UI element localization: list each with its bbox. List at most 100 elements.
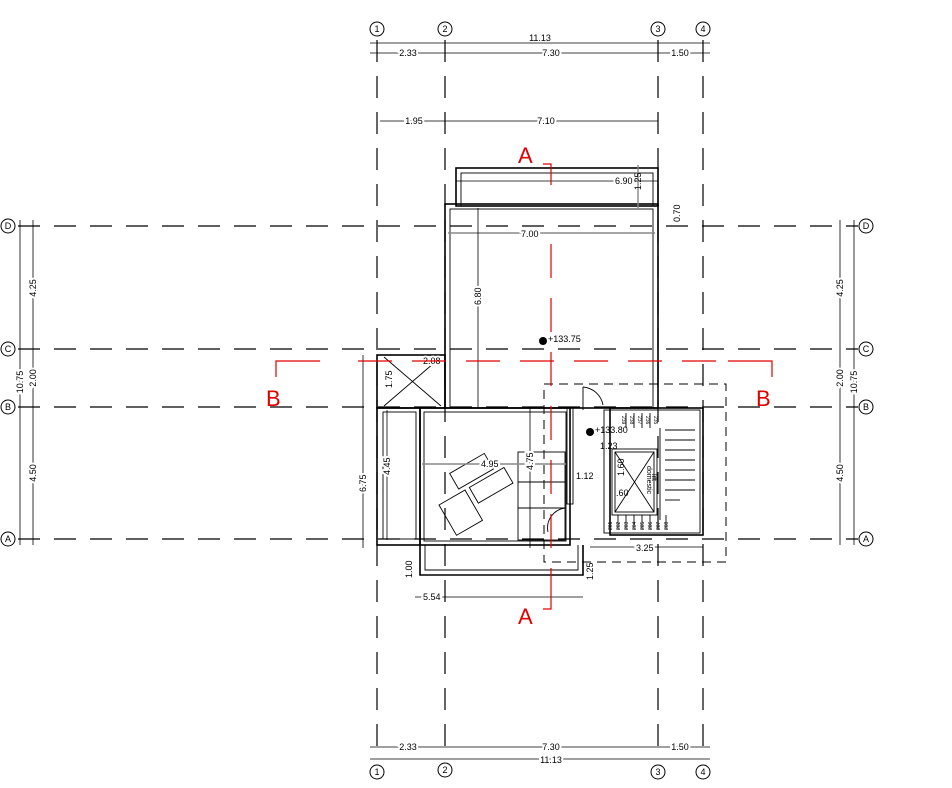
grid-bubble-4-bottom: 4 <box>695 764 711 780</box>
dimensions-right-total-text: 10.75 <box>849 371 859 394</box>
section-b-left-label: B <box>266 386 281 411</box>
dimensions-void-depth-text: 1.75 <box>384 370 394 388</box>
dimensions-side-depth-text: 4.45 <box>382 457 392 475</box>
dimensions-inner-spans-1-text: 7.10 <box>537 116 555 126</box>
stair-steps-bottom-2-text: 203 <box>624 521 630 530</box>
dimensions-lift-depth-text: 1.60 <box>616 458 626 476</box>
stair-steps-top-1-text: 238 <box>628 416 634 425</box>
grid-bubbles: 1 2 3 4 1 2 3 4 D C B A D C B A <box>0 21 874 780</box>
stair-steps-bottom-7-text: 208 <box>664 521 670 530</box>
stair-steps-bottom-1-text: 202 <box>616 521 622 530</box>
lift-label: lift <box>650 474 657 481</box>
grid-bubble-1-bottom: 1 <box>369 764 385 780</box>
dimensions-left-total-text: 10.75 <box>15 371 25 394</box>
stair-steps-top-4-text: 235 <box>652 416 658 425</box>
grid-bubble-2-top: 2 <box>437 21 453 37</box>
dimensions-stair-width-text: 3.25 <box>636 543 654 553</box>
grid-bubble-D-left: D <box>0 218 16 234</box>
levels-stair-text: +133.80 <box>595 425 628 435</box>
dimensions-room-width-text: 7.00 <box>521 229 539 239</box>
level-marker-stair: +133.80 <box>586 425 628 436</box>
dimensions-left-spans-0-text: 4.25 <box>28 279 38 297</box>
stair-steps-bottom-0-text: 201 <box>608 521 614 530</box>
dimensions-room-depth-text: 6.80 <box>473 287 483 305</box>
grid-bubble-3-bottom: 3 <box>650 764 666 780</box>
grid-bubble-3-top: 3 <box>650 21 666 37</box>
grid-columns-2-text: 3 <box>655 767 660 777</box>
grid-bubble-D-right: D <box>858 218 874 234</box>
dimensions-terrace-depth-text: 1.25 <box>633 172 643 190</box>
dimensions-bedroom-width-text: 4.95 <box>481 459 499 469</box>
grid-bubble-C-left: C <box>0 341 16 357</box>
dimensions-left-spans-2-text: 4.50 <box>28 464 38 482</box>
dimensions-inner-spans-0-text: 1.95 <box>405 116 423 126</box>
dimensions-lift-width-text: .60 <box>616 488 629 498</box>
stair-steps-top-0-text: 239 <box>620 416 626 425</box>
grid-rows-1-text: C <box>863 344 870 354</box>
dimensions-corridor-text: 1.12 <box>576 471 594 481</box>
step-numbers: 239 238 237 236 235 201 202 203 204 205 … <box>608 416 670 530</box>
grid-rows-2-text: B <box>863 402 869 412</box>
dimensions-terrace-offset-text: 0.70 <box>672 204 682 222</box>
grid-rows-0-text: D <box>5 221 12 231</box>
grid-rows-2-text: B <box>5 402 11 412</box>
bottom-dimensions: 2.33 7.30 1.50 11.13 <box>370 740 710 767</box>
grid-rows-3-text: A <box>5 534 11 544</box>
grid-columns-3-text: 4 <box>700 767 705 777</box>
grid-lines <box>18 40 858 750</box>
grid-bubble-4-top: 4 <box>695 21 711 37</box>
section-a-top-label: A <box>518 143 533 168</box>
grid-columns-0-text: 1 <box>374 24 379 34</box>
dimensions-bottom-total-text: 11.13 <box>540 755 562 765</box>
dimensions-top-spans-1-text: 7.30 <box>542 48 560 58</box>
dimensions-bedroom-depth-text: 4.75 <box>525 452 535 470</box>
dimensions-bottom-spans-1-text: 7.30 <box>542 742 560 752</box>
grid-rows-1-text: C <box>5 344 12 354</box>
grid-bubble-1-top: 1 <box>369 21 385 37</box>
stair-steps-top-2-text: 237 <box>636 416 642 425</box>
dimensions-bottom-spans-0-text: 2.33 <box>399 742 417 752</box>
dimensions-overall-depth-text: 6.75 <box>358 474 368 492</box>
dimensions-landing-text: 1.23 <box>600 441 618 451</box>
stair-steps-bottom-5-text: 206 <box>648 521 654 530</box>
dimensions-right-spans-1-text: 2.00 <box>835 369 845 387</box>
dimensions-top-spans-2-text: 1.50 <box>671 48 689 58</box>
stair-treads <box>617 413 695 530</box>
grid-bubble-A-right: A <box>858 531 874 547</box>
grid-rows-3-text: A <box>863 534 869 544</box>
grid-rows-0-text: D <box>863 221 870 231</box>
stair-steps-bottom-4-text: 205 <box>640 521 646 530</box>
grid-bubble-A-left: A <box>0 531 16 547</box>
stair-steps-bottom-3-text: 204 <box>632 521 638 530</box>
grid-columns-1-text: 2 <box>442 24 447 34</box>
grid-columns-2-text: 3 <box>655 24 660 34</box>
dimensions-balcony-step-text: 1.25 <box>585 562 595 580</box>
grid-columns-1-text: 2 <box>442 765 447 775</box>
interior-dimensions: 6.90 1.25 0.70 7.00 6.80 2.08 1.75 4.45 … <box>356 165 703 604</box>
top-dimensions: 11.13 2.33 7.30 1.50 1.95 7.10 <box>370 33 710 128</box>
stair-steps-top-3-text: 236 <box>644 416 650 425</box>
dimensions-top-total-text: 11.13 <box>529 33 551 43</box>
grid-bubble-C-right: C <box>858 341 874 357</box>
left-dimensions: 4.25 2.00 4.50 10.75 <box>13 220 40 545</box>
dimensions-terrace-width-text: 6.90 <box>615 176 633 186</box>
grid-bubble-B-right: B <box>858 399 874 415</box>
dimensions-balcony-depth-text: 1.00 <box>404 560 414 578</box>
dimensions-balcony-width-text: 5.54 <box>423 592 441 602</box>
dimensions-bottom-spans-2-text: 1.50 <box>671 742 689 752</box>
dimensions-right-spans-2-text: 4.50 <box>835 464 845 482</box>
dimensions-top-spans-0-text: 2.33 <box>399 48 417 58</box>
dimensions-right-spans-0-text: 4.25 <box>835 279 845 297</box>
level-marker-upper: +133.75 <box>539 334 581 345</box>
stair-steps-bottom-6-text: 207 <box>656 521 662 530</box>
section-b-right-label: B <box>756 386 771 411</box>
right-dimensions: 4.25 2.00 4.50 10.75 <box>833 220 861 545</box>
grid-bubble-B-left: B <box>0 399 16 415</box>
grid-bubble-2-bottom: 2 <box>437 762 453 778</box>
levels-upper-text: +133.75 <box>548 334 581 344</box>
lift-type-label: domestic <box>645 466 652 495</box>
dimensions-left-spans-1-text: 2.00 <box>28 369 38 387</box>
section-markers: A A B B <box>266 143 773 629</box>
furniture <box>438 452 514 536</box>
